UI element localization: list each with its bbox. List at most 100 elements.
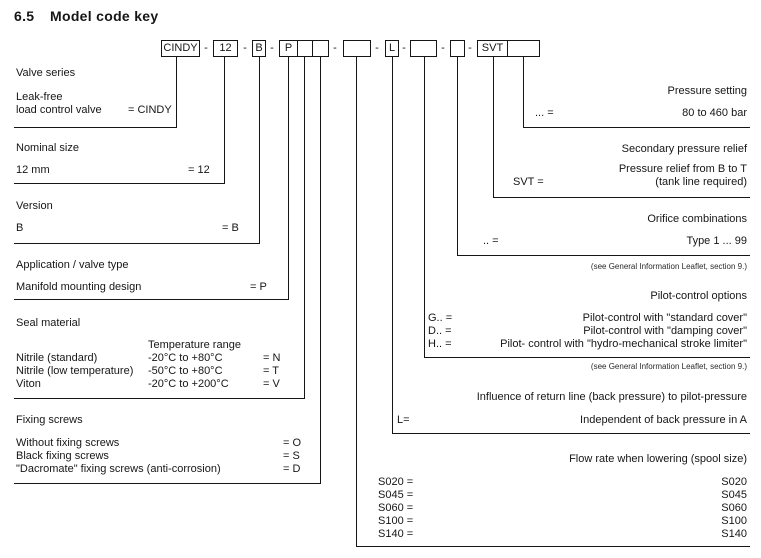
item-code: H.. = xyxy=(428,338,452,350)
pilot-row: H.. = Pilot- control with "hydro-mechani… xyxy=(425,338,747,351)
section-fixing-screws: Fixing screws Without fixing screws = O … xyxy=(16,414,346,480)
item-code: D.. = xyxy=(428,325,452,337)
code-box-seal-material xyxy=(298,41,313,56)
section-valve-series: Valve series Leak-free load control valv… xyxy=(16,67,346,123)
code-separator: - xyxy=(333,42,337,54)
flow-row: S060 = S060 xyxy=(360,502,747,515)
rule-version xyxy=(14,243,260,244)
section-nominal-size: Nominal size 12 mm = 12 xyxy=(16,142,346,180)
seal-row: Nitrile (standard) -20°C to +80°C = N xyxy=(16,352,346,365)
section-heading: Fixing screws xyxy=(16,414,83,426)
seal-row: Nitrile (low temperature) -50°C to +80°C… xyxy=(16,365,346,378)
column-header: Temperature range xyxy=(148,339,241,351)
item-label: Black fixing screws xyxy=(16,450,109,462)
section-secondary-pressure-relief: Secondary pressure relief Pressure relie… xyxy=(490,143,747,193)
item-value: S045 xyxy=(721,489,747,501)
item-value: 80 to 460 bar xyxy=(682,107,747,119)
section-heading: Flow rate when lowering (spool size) xyxy=(569,453,747,465)
item-value: Type 1 ... 99 xyxy=(686,235,747,247)
item-label: B xyxy=(16,222,24,234)
item-value: S020 xyxy=(721,476,747,488)
section-flow-rate: Flow rate when lowering (spool size) S02… xyxy=(360,453,747,543)
code-box-relief-group: SVT xyxy=(477,40,540,57)
rule-valve-series xyxy=(14,127,177,128)
item-code: = V xyxy=(263,378,280,390)
rule-pressure-setting xyxy=(523,127,750,128)
item-label: Without fixing screws xyxy=(16,437,120,449)
item-label: "Dacromate" fixing screws (anti-corrosio… xyxy=(16,463,221,475)
rule-orifice xyxy=(457,255,750,256)
item-label: 12 mm xyxy=(16,164,50,176)
item-code: S045 = xyxy=(378,489,414,501)
section-heading: Application / valve type xyxy=(16,259,129,271)
rule-return-line xyxy=(392,433,750,434)
rule-secondary-relief xyxy=(493,197,750,198)
code-box-application-label: P xyxy=(284,42,293,54)
connector-seal xyxy=(304,57,305,398)
section-heading: Seal material xyxy=(16,317,81,329)
section-heading: Orifice combinations xyxy=(647,213,747,225)
connector-pilot xyxy=(424,57,425,357)
flow-row: S100 = S100 xyxy=(360,515,747,528)
item-code: S020 = xyxy=(378,476,414,488)
item-code: = S xyxy=(283,450,300,462)
code-separator: - xyxy=(270,42,274,54)
item-range: -20°C to +200°C xyxy=(148,378,229,390)
connector-return-line xyxy=(392,57,393,433)
rule-seal xyxy=(14,398,305,399)
item-code: S060 = xyxy=(378,502,414,514)
item-code: = P xyxy=(250,281,267,293)
item-code: = D xyxy=(283,463,301,475)
item-value: Pilot-control with "standard cover" xyxy=(582,312,747,324)
section-return-line: Influence of return line (back pressure)… xyxy=(392,391,747,431)
code-box-application: P xyxy=(280,41,298,56)
item-code: S100 = xyxy=(378,515,414,527)
section-seal-material: Seal material Temperature range Nitrile … xyxy=(16,317,346,395)
connector-application xyxy=(288,57,289,299)
code-separator: - xyxy=(441,42,445,54)
rule-pilot xyxy=(424,357,750,358)
rule-flow-rate xyxy=(356,546,750,547)
code-separator: - xyxy=(468,42,472,54)
item-value: Independent of back pressure in A xyxy=(580,414,747,426)
section-heading: Pilot-control options xyxy=(650,290,747,302)
item-label: Viton xyxy=(16,378,41,390)
item-value: Pilot-control with "damping cover" xyxy=(583,325,747,337)
code-separator: - xyxy=(243,42,247,54)
item-value: S060 xyxy=(721,502,747,514)
connector-orifice xyxy=(457,57,458,255)
item-label: load control valve xyxy=(16,104,102,116)
reference-note: (see General Information Leaflet, sectio… xyxy=(590,262,747,271)
code-separator: - xyxy=(402,42,406,54)
code-box-return-line: L xyxy=(385,40,399,57)
flow-row: S020 = S020 xyxy=(360,476,747,489)
connector-size xyxy=(224,57,225,183)
item-code: S140 = xyxy=(378,528,414,540)
code-box-flow-rate xyxy=(343,40,371,57)
item-code: L= xyxy=(397,414,410,426)
item-code: = CINDY xyxy=(128,104,172,116)
connector-secondary-relief xyxy=(493,57,494,197)
code-box-size: 12 xyxy=(213,40,238,57)
item-value: (tank line required) xyxy=(655,176,747,188)
section-heading: Secondary pressure relief xyxy=(621,143,747,155)
flow-row: S045 = S045 xyxy=(360,489,747,502)
item-code: = O xyxy=(283,437,302,449)
code-box-pilot-control xyxy=(410,40,437,57)
code-box-pressure-setting xyxy=(508,41,539,56)
code-box-version-label: B xyxy=(255,42,263,54)
code-box-application-group: P xyxy=(279,40,329,57)
code-separator: - xyxy=(204,42,208,54)
connector-flow-rate xyxy=(356,57,357,546)
item-code: = T xyxy=(263,365,280,377)
rule-application xyxy=(14,299,289,300)
item-code: = B xyxy=(222,222,239,234)
item-code: G.. = xyxy=(428,312,453,324)
code-box-secondary-relief-label: SVT xyxy=(481,42,504,54)
reference-note: (see General Information Leaflet, sectio… xyxy=(590,362,747,371)
pilot-row: G.. = Pilot-control with "standard cover… xyxy=(425,312,747,325)
section-number: 6.5 xyxy=(14,8,35,24)
code-separator: - xyxy=(375,42,379,54)
item-value: S140 xyxy=(721,528,747,540)
connector-fixing xyxy=(320,57,321,483)
